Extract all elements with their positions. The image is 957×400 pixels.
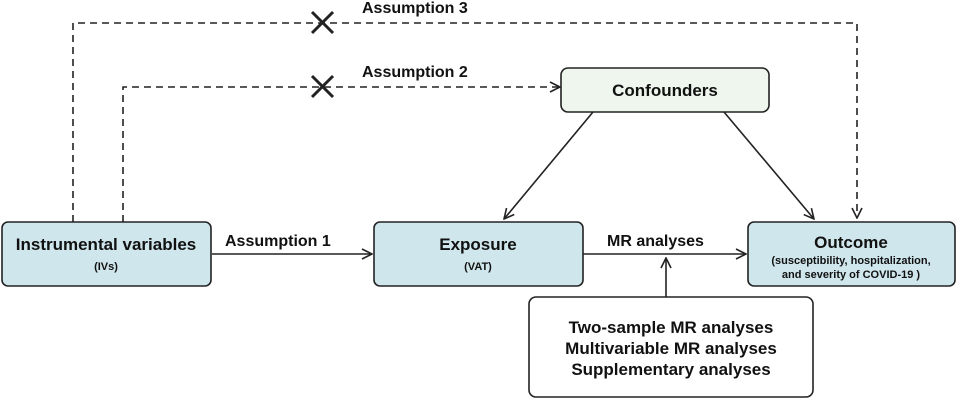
instrument-node: Instrumental variables (IVs): [1, 221, 212, 287]
assumption2-cross-icon: [310, 74, 335, 99]
instrument-subtitle: (IVs): [94, 261, 118, 273]
confounders-to-outcome-arrow: [723, 111, 814, 219]
confounders-title: Confounders: [612, 81, 718, 100]
mr-analyses-label: MR analyses: [607, 233, 704, 250]
outcome-node: Outcome (susceptibility, hospitalization…: [747, 221, 956, 287]
assumption3-cross-icon: [310, 10, 335, 35]
analyses-list-node: Two-sample MR analyses Multivariable MR …: [528, 296, 814, 398]
analyses-line-2: Multivariable MR analyses: [565, 339, 777, 358]
outcome-subtitle-line-2: and severity of COVID-19 ): [782, 269, 920, 281]
assumption1-label: Assumption 1: [225, 233, 331, 250]
exposure-node: Exposure (VAT): [373, 221, 584, 287]
assumption3-label: Assumption 3: [362, 0, 468, 17]
confounders-node: Confounders: [560, 67, 770, 113]
exposure-subtitle: (VAT): [464, 261, 492, 273]
exposure-title: Exposure: [439, 235, 516, 254]
assumption2-dashed-line: [122, 87, 560, 222]
assumption2-label: Assumption 2: [362, 64, 468, 81]
confounders-to-exposure-arrow: [504, 111, 594, 219]
instrument-title: Instrumental variables: [16, 235, 196, 254]
analyses-line-1: Two-sample MR analyses: [569, 318, 774, 337]
outcome-subtitle-line-1: (susceptibility, hospitalization,: [771, 255, 930, 267]
assumption3-dashed-line: [72, 22, 857, 222]
analyses-line-3: Supplementary analyses: [571, 360, 770, 379]
outcome-title: Outcome: [814, 233, 888, 252]
